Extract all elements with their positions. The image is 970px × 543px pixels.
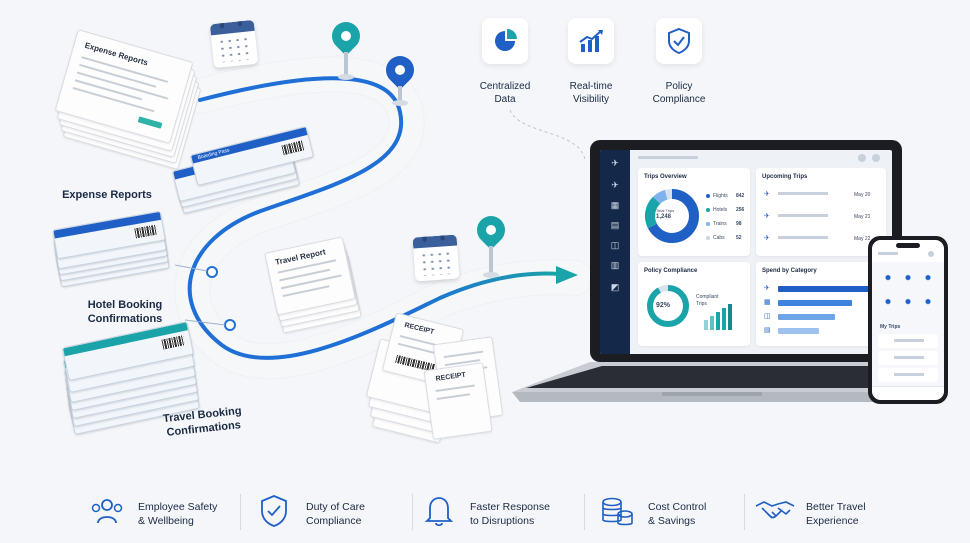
- laptop-dashboard: ✈ ✈ ▦ ▤ ◫ ▥ ◩ Trips Overview Total Trips…: [600, 150, 892, 354]
- handshake-icon: [755, 501, 795, 519]
- spend-bar: [778, 314, 836, 320]
- laptop-base: [512, 362, 912, 402]
- trips-row-value: 98: [736, 221, 742, 227]
- receipt-title: RECEIPT: [435, 371, 467, 383]
- bell-icon: [424, 497, 454, 527]
- hotel-booking-stack: [52, 208, 182, 288]
- trips-row-value: 842: [736, 193, 745, 199]
- feature-label: Policy Compliance: [652, 81, 706, 105]
- benefit-label: Employee Safety & Wellbeing: [138, 501, 218, 527]
- benefit-better-travel: Better Travel Experience: [754, 490, 904, 534]
- trips-row-label: Flights: [713, 193, 728, 199]
- spend-by-category-card: Spend by Category ✈ ▦ ◫ ▤: [756, 262, 886, 346]
- total-trips-value: 1,248: [656, 214, 672, 220]
- benefit-label: Duty of Care Compliance: [306, 501, 365, 527]
- location-pin-icon: [471, 210, 511, 286]
- boarding-pass-stack: Boarding Pass: [170, 125, 330, 218]
- spend-category-icon: ✈: [764, 285, 770, 292]
- trips-row-label: Hotels: [713, 207, 728, 213]
- plane-icon: ✈: [764, 191, 770, 198]
- expense-report-doc-title: Expense Reports: [83, 40, 149, 68]
- spend-title: Spend by Category: [762, 268, 817, 274]
- spend-category-icon: ◫: [764, 313, 771, 320]
- location-pin-icon: [326, 16, 366, 88]
- bar-chart-icon: [579, 30, 603, 52]
- travel-report-stack: Travel Report: [262, 236, 372, 340]
- compliance-ring: [647, 285, 689, 327]
- feature-label: Real-time Visibility: [569, 81, 613, 105]
- feature-realtime-visibility: [568, 18, 614, 64]
- trips-row-label: Trains: [713, 221, 727, 227]
- my-trips-label: My Trips: [880, 324, 901, 330]
- chart-icon[interactable]: ◩: [610, 282, 620, 292]
- calendar-icon: [209, 19, 259, 69]
- plane-icon[interactable]: ✈: [611, 158, 619, 168]
- receipt-icon[interactable]: ▥: [610, 260, 620, 270]
- feature-label: Centralized Data: [479, 81, 531, 105]
- avatar[interactable]: [872, 154, 880, 162]
- calendar-icon: [412, 234, 460, 282]
- spend-category-icon: ▦: [764, 299, 771, 306]
- ticket-band-text: Boarding Pass: [197, 147, 231, 162]
- notification-icon[interactable]: [858, 154, 866, 162]
- spend-bar: [778, 300, 852, 306]
- upcoming-trips-title: Upcoming Trips: [762, 174, 808, 180]
- coins-icon: [602, 497, 633, 526]
- phone-app: My Trips: [872, 240, 944, 400]
- benefit-cost-control: Cost Control & Savings: [598, 490, 748, 534]
- trips-donut-chart: [645, 189, 699, 243]
- feature-policy-compliance: [656, 18, 702, 64]
- plane-icon: ✈: [764, 213, 770, 220]
- shield-check-icon: [668, 27, 690, 55]
- dashboard-sidebar: ✈ ✈ ▦ ▤ ◫ ▥ ◩: [600, 150, 630, 354]
- benefit-label: Better Travel Experience: [806, 501, 866, 527]
- benefit-duty-of-care: Duty of Care Compliance: [256, 490, 406, 534]
- spend-category-icon: ▤: [764, 327, 771, 334]
- policy-compliance-title: Policy Compliance: [644, 268, 698, 274]
- total-trips-label: Total Trips: [656, 208, 675, 213]
- trip-date: May 21: [854, 214, 871, 220]
- expense-reports-label: Expense Reports: [62, 189, 152, 201]
- people-icon: [91, 499, 123, 524]
- avatar[interactable]: [928, 251, 934, 257]
- plane-icon: ✈: [764, 235, 770, 242]
- shield-check-icon: [261, 495, 287, 527]
- trips-row-value: 52: [736, 235, 742, 241]
- trip-list-item[interactable]: [878, 351, 938, 365]
- plane-icon[interactable]: ✈: [611, 180, 619, 190]
- trip-date: May 22: [854, 236, 871, 242]
- document-icon[interactable]: ▤: [610, 220, 620, 230]
- compliance-caption: Compliant Trips: [696, 294, 719, 307]
- feature-centralized-data: [482, 18, 528, 64]
- trips-overview-card: Trips Overview Total Trips 1,248 Flights…: [638, 168, 750, 256]
- car-icon[interactable]: ◫: [610, 240, 620, 250]
- benefit-label: Faster Response to Disruptions: [470, 501, 550, 527]
- benefit-employee-safety: Employee Safety & Wellbeing: [88, 490, 238, 534]
- app-shortcut-grid[interactable]: [878, 268, 938, 316]
- receipt-title: RECEIPT: [403, 321, 435, 337]
- bottom-tab-bar[interactable]: [872, 386, 944, 400]
- pie-chart-icon: [495, 29, 517, 51]
- spend-bar: [778, 286, 870, 292]
- benefit-label: Cost Control & Savings: [648, 501, 707, 527]
- trips-row-label: Cabs: [713, 235, 725, 241]
- trip-list-item[interactable]: [878, 368, 938, 382]
- upcoming-trips-card: Upcoming Trips ✈ May 20 ✈ May 21 ✈ May 2…: [756, 168, 886, 256]
- trips-row-value: 256: [736, 207, 745, 213]
- policy-compliance-card: Policy Compliance 92% Compliant Trips: [638, 262, 750, 346]
- trips-overview-title: Trips Overview: [644, 174, 687, 180]
- receipts-stack: RECEIPT RECEIPT: [365, 312, 508, 446]
- building-icon[interactable]: ▦: [610, 200, 620, 210]
- trip-date: May 20: [854, 192, 871, 198]
- hotel-booking-label: Hotel Booking Confirmations: [87, 299, 163, 325]
- spend-bar: [778, 328, 820, 334]
- benefit-faster-response: Faster Response to Disruptions: [420, 490, 580, 534]
- compliance-percent: 92%: [656, 302, 671, 309]
- trip-list-item[interactable]: [878, 334, 938, 348]
- location-pin-icon: [380, 50, 420, 112]
